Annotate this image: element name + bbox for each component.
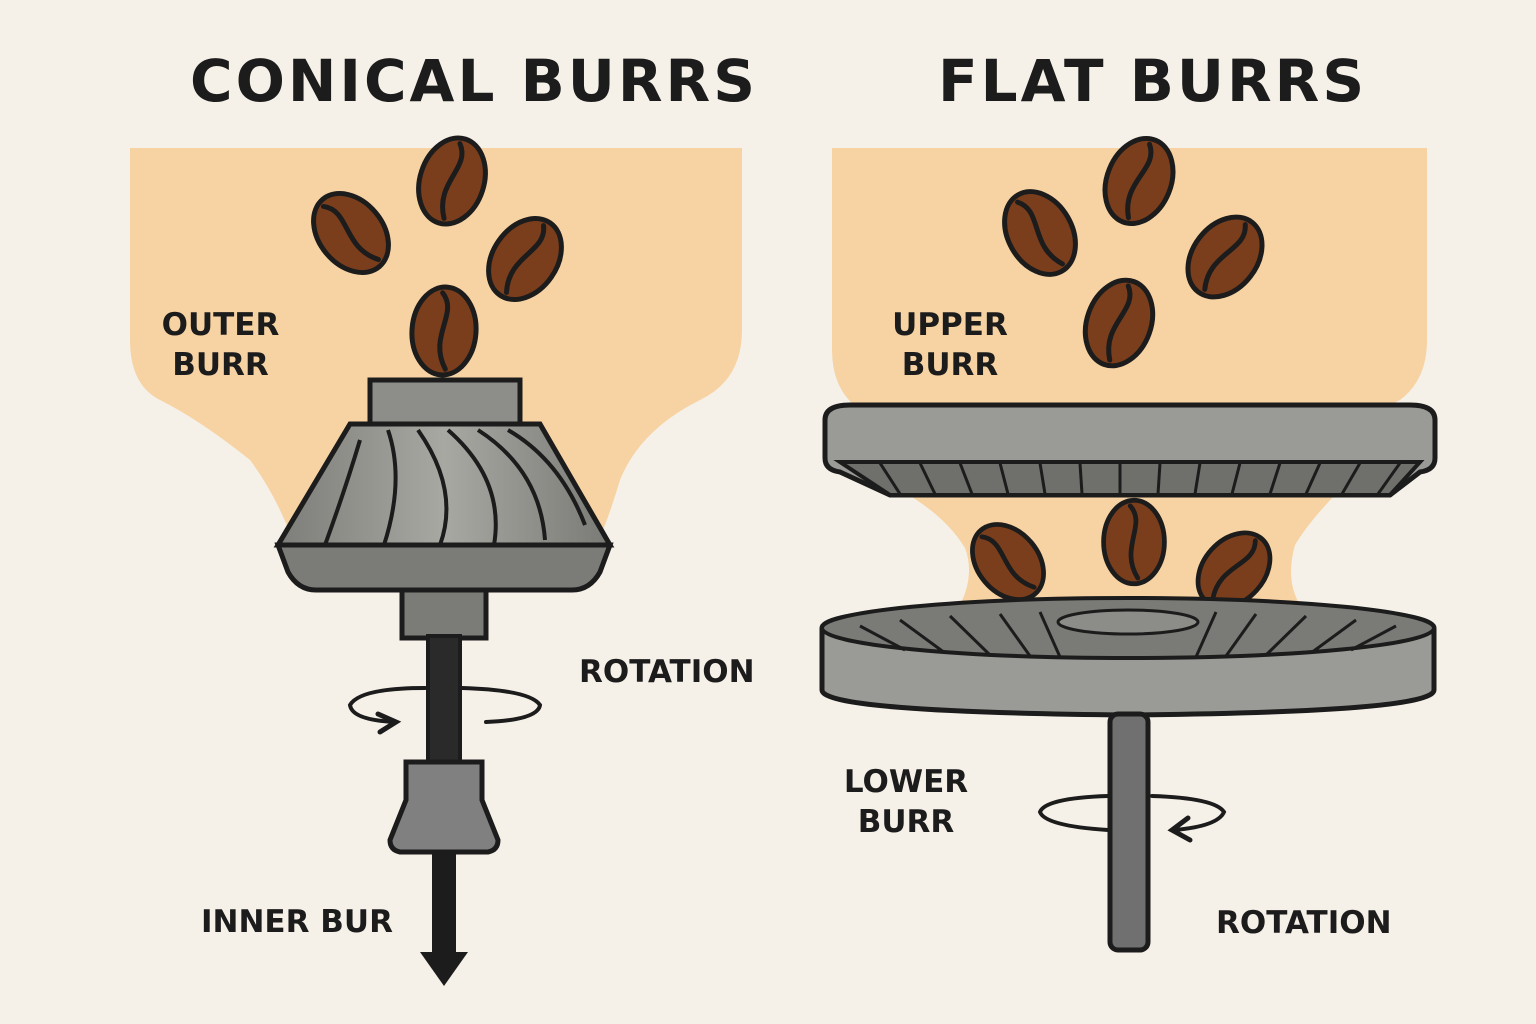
rotation-arrow-icon	[347, 686, 543, 735]
burr-teeth	[878, 462, 1402, 495]
upper-burr-label: UPPER BURR	[880, 305, 1020, 385]
burr-grooves	[323, 428, 587, 546]
flat-shaft	[1107, 711, 1151, 953]
conical-rotation-label: ROTATION	[579, 654, 755, 690]
outer-burr-label: OUTER BURR	[148, 305, 293, 385]
rotation-arrow-icon	[1037, 794, 1227, 843]
burr-teeth	[859, 611, 1397, 658]
flat-rotation-label: ROTATION	[1216, 905, 1392, 941]
outer-burr-label-line2: BURR	[172, 347, 269, 383]
lower-burr-label-line2: BURR	[857, 804, 955, 840]
upper-burr-label-line1: UPPER	[892, 307, 1008, 343]
conical-shaft	[387, 634, 501, 986]
inner-bur-label: INNER BUR	[201, 904, 393, 940]
lower-burr-label: LOWER BURR	[836, 762, 976, 842]
coffee-bean	[1104, 500, 1165, 584]
lower-burr-label-line1: LOWER	[843, 764, 969, 800]
down-arrow-icon	[420, 952, 468, 986]
burr-cap	[367, 377, 523, 429]
conical-burr	[273, 377, 615, 641]
lower-flat-burr	[819, 596, 1437, 718]
outer-burr-label-line1: OUTER	[161, 307, 280, 343]
flat-burrs-title: FLAT BURRS	[938, 47, 1368, 115]
upper-burr-label-line2: BURR	[901, 347, 999, 383]
conical-burrs-title: CONICAL BURRS	[190, 47, 758, 115]
upper-flat-burr	[822, 402, 1438, 498]
